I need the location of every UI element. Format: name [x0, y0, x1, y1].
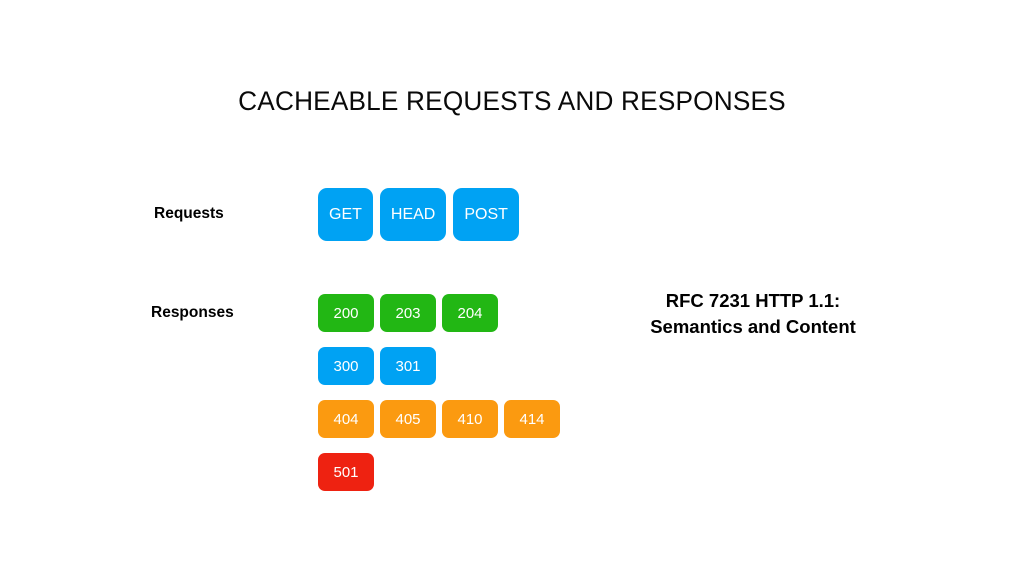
badge-405: 405 [380, 400, 436, 438]
rfc-reference-note: RFC 7231 HTTP 1.1: Semantics and Content [603, 288, 903, 339]
badge-404: 404 [318, 400, 374, 438]
badge-501: 501 [318, 453, 374, 491]
badge-301: 301 [380, 347, 436, 385]
rfc-reference-line-1: RFC 7231 HTTP 1.1: [665, 290, 841, 311]
request-methods-group: GET HEAD POST [318, 188, 519, 241]
badge-414: 414 [504, 400, 560, 438]
responses-row-label: Responses [151, 304, 234, 321]
badge-203: 203 [380, 294, 436, 332]
page-title: CACHEABLE REQUESTS AND RESPONSES [238, 86, 786, 116]
badge-head: HEAD [379, 188, 447, 241]
badge-post: POST [453, 188, 519, 241]
requests-row-label: Requests [154, 205, 224, 222]
response-codes-2xx-group: 200 203 204 [318, 294, 498, 332]
badge-get: GET [318, 188, 373, 241]
response-codes-4xx-group: 404 405 410 414 [318, 400, 560, 438]
rfc-reference-line-2: Semantics and Content [650, 315, 856, 337]
badge-410: 410 [442, 400, 498, 438]
badge-204: 204 [442, 294, 498, 332]
badge-300: 300 [318, 347, 374, 385]
badge-200: 200 [318, 294, 374, 332]
response-codes-5xx-group: 501 [318, 453, 374, 491]
response-codes-3xx-group: 300 301 [318, 347, 436, 385]
